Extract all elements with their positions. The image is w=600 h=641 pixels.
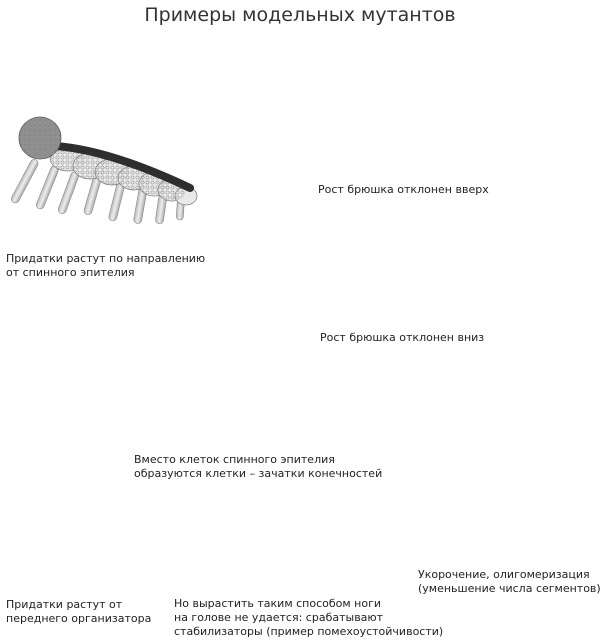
- caption-line: (уменьшение числа сегментов): [418, 582, 600, 595]
- limb: [58, 171, 79, 214]
- limb: [83, 175, 102, 215]
- caption-line: Придатки растут по направлению: [6, 252, 206, 265]
- caption-line: Вместо клеток спинного эпителия: [134, 453, 335, 466]
- caption-abdomen-down: Рост брюшка отклонен вниз: [320, 331, 485, 344]
- caption-shortening: Укорочение, олигомеризация (уменьшение ч…: [418, 568, 600, 596]
- caption-line: Укорочение, олигомеризация: [418, 568, 590, 581]
- caption-line: на голове не удается: срабатывают: [174, 611, 384, 624]
- limb: [35, 165, 59, 210]
- caption-line: Придатки растут от: [6, 598, 123, 611]
- limb: [11, 159, 39, 204]
- caption-limb-buds: Вместо клеток спинного эпителия образуют…: [134, 453, 382, 481]
- caption-stabilizers: Но вырастить таким способом ноги на голо…: [174, 597, 443, 639]
- caption-abdomen-up: Рост брюшка отклонен вверх: [318, 183, 489, 196]
- caption-dorsal-limbs: Придатки растут по направлению от спинно…: [6, 252, 205, 280]
- caption-line: образуются клетки – зачатки конечностей: [134, 467, 383, 480]
- caption-line: от спинного эпителия: [6, 266, 135, 279]
- caption-line: переднего организатора: [6, 612, 152, 625]
- page-title: Примеры модельных мутантов: [144, 4, 456, 26]
- caption-anterior-organizer: Придатки растут от переднего организатор…: [6, 598, 151, 626]
- caption-line: стабилизаторы (пример помехоустойчивости…: [174, 625, 444, 638]
- caption-line: Но вырастить таким способом ноги: [174, 597, 382, 610]
- mutant-dorsal-limbs: [11, 116, 198, 224]
